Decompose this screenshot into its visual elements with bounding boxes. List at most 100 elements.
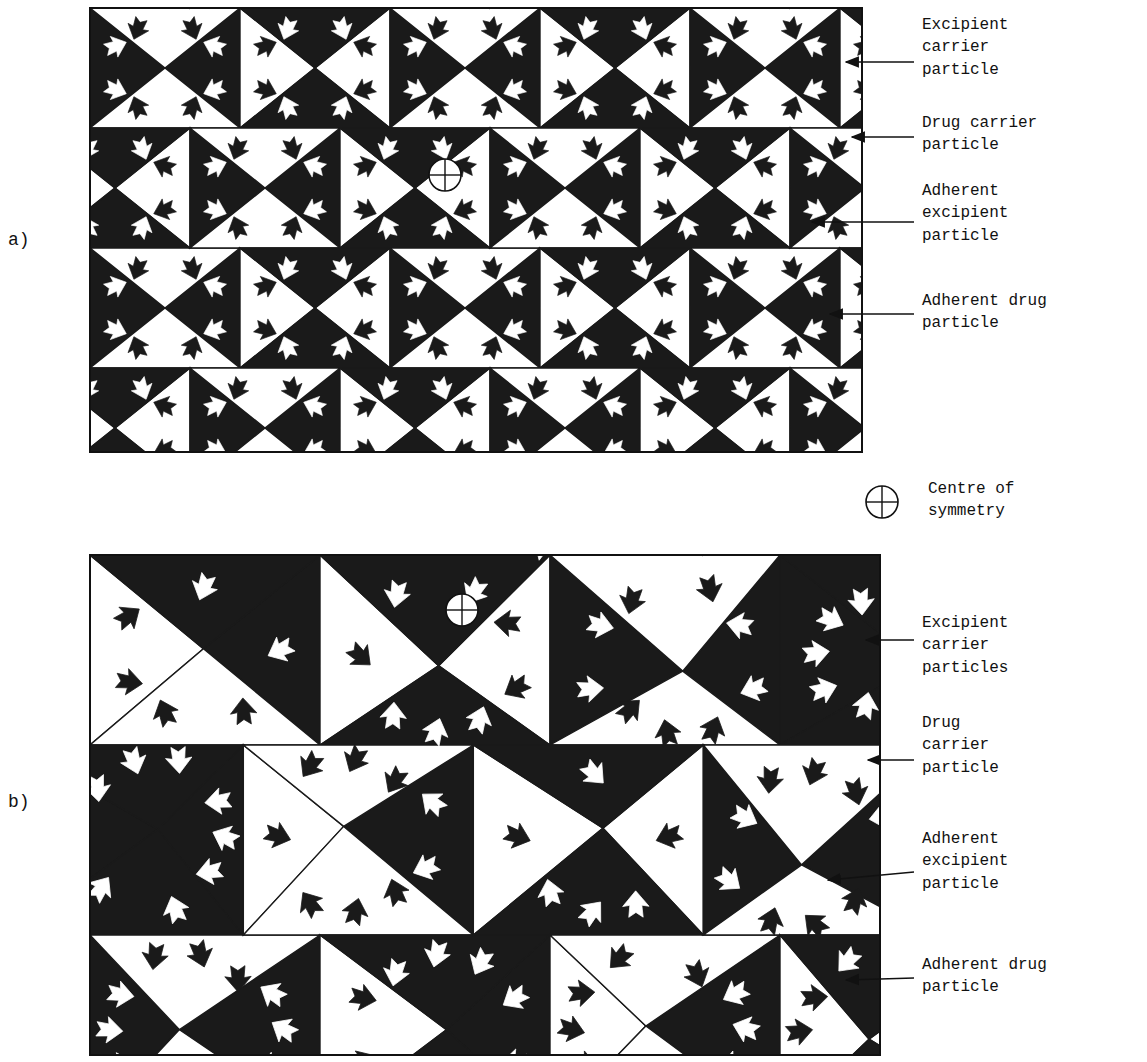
carrier-particle [90,128,190,188]
leader-line [846,978,914,980]
adherent-particle [628,333,656,361]
adherent-particle [724,93,752,121]
adherent-particle [838,884,871,917]
adherent-particle [867,801,880,832]
carrier-particle [390,248,540,308]
carrier-particle [90,555,320,649]
carrier-particle [690,248,840,308]
carrier-particle [490,428,640,452]
carrier-particle [540,308,690,368]
carrier-particle [840,248,862,368]
adherent-particle [278,135,306,163]
adherent-particle [535,877,566,908]
adherent-particle [224,213,252,241]
adherent-particle [847,588,875,616]
adherent-particle [230,697,258,725]
carrier-particle [640,368,790,428]
carrier-particle [90,68,240,128]
carrier-particle [550,555,780,671]
adherent-particle [165,746,193,774]
adherent-particle [652,152,680,180]
adherent-particle [502,196,530,224]
adherent-particle [374,213,402,241]
adherent-particle [178,255,206,283]
carrier-particle [540,68,690,128]
adherent-particle [202,436,230,452]
adherent-particle [797,756,831,790]
carrier-particle [340,428,490,452]
adherent-particle [502,436,530,452]
panel-border [90,8,862,452]
adherent-particle [352,392,380,420]
adherent-particle [178,333,206,361]
adherent-particle [424,15,452,43]
adherent-particle [90,774,112,803]
adherent-particle [203,787,232,816]
adherent-particle [552,272,580,300]
adherent-particle [328,93,356,121]
adherent-particle [178,15,206,43]
carrier-particle [640,128,790,188]
adherent-particle [278,213,306,241]
carrier-particle [240,8,390,68]
adherent-particle [450,392,478,420]
adherent-particle [801,638,831,668]
adherent-particle [402,272,430,300]
adherent-particle [402,32,430,60]
adherent-particle [300,196,328,224]
panel-letter: a) [8,228,68,253]
adherent-particle [202,392,230,420]
adherent-particle [95,1016,124,1045]
carrier-particle [90,935,320,1030]
adherent-particle [756,766,785,795]
adherent-particle [778,15,806,43]
part-label: Drug carrier particle [922,712,1022,779]
adherent-particle [802,152,830,180]
adherent-particle [352,436,380,452]
adherent-particle [824,375,852,403]
carrier-particle [90,649,320,745]
carrier-particle [780,935,880,1039]
adherent-particle [150,152,178,180]
adherent-particle [852,272,862,300]
adherent-particle [525,555,559,562]
adherent-particle [178,93,206,121]
carrier-particle [320,935,550,1030]
adherent-particle [106,979,136,1009]
adherent-particle [450,436,478,452]
adherent-particle [680,957,714,991]
adherent-particle [110,598,147,635]
carrier-particle [90,745,243,829]
adherent-particle [585,610,616,641]
centre-of-symmetry-symbol [429,159,461,191]
adherent-particle [574,333,602,361]
carrier-particle [190,368,340,428]
adherent-particle [501,820,534,853]
carrier-particle [473,745,703,828]
adherent-particle [800,272,828,300]
leader-line [812,221,914,223]
adherent-particle [274,15,302,43]
leader-line [866,639,914,641]
adherent-particle [187,570,221,604]
symbol-cross [881,486,882,518]
adherent-particle [350,316,378,344]
adherent-particle [338,742,373,777]
adherent-particle [600,196,628,224]
adherent-particle [568,979,596,1007]
carrier-particle [90,368,190,428]
adherent-particle [611,691,648,728]
adherent-particle [729,1012,762,1045]
adherent-particle [737,672,771,706]
adherent-particle [652,717,684,749]
adherent-particle [428,375,456,403]
adherent-particle [652,436,680,452]
adherent-particle [90,135,102,163]
leader-line [852,136,914,138]
particle-tessellation [90,555,880,1055]
adherent-particle [800,983,828,1011]
adherent-particle [778,255,806,283]
adherent-particle [575,755,612,792]
adherent-particle [496,980,532,1016]
adherent-particle [694,573,726,605]
